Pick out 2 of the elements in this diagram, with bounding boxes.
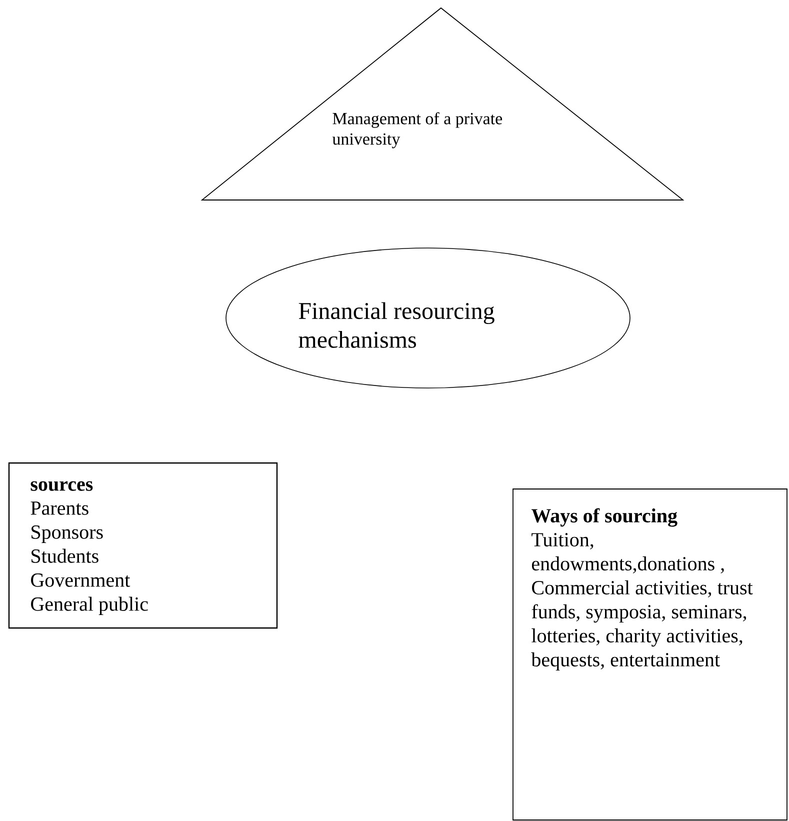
text-box: Ways of sourcing Tuition, endowments,donations , Commercial activities, trust funds, symposia, seminars, lotteries, charity activities, bequests, entertainment: [512, 488, 788, 820]
text-box: sources Parents Sponsors Students Government General public: [8, 462, 278, 629]
